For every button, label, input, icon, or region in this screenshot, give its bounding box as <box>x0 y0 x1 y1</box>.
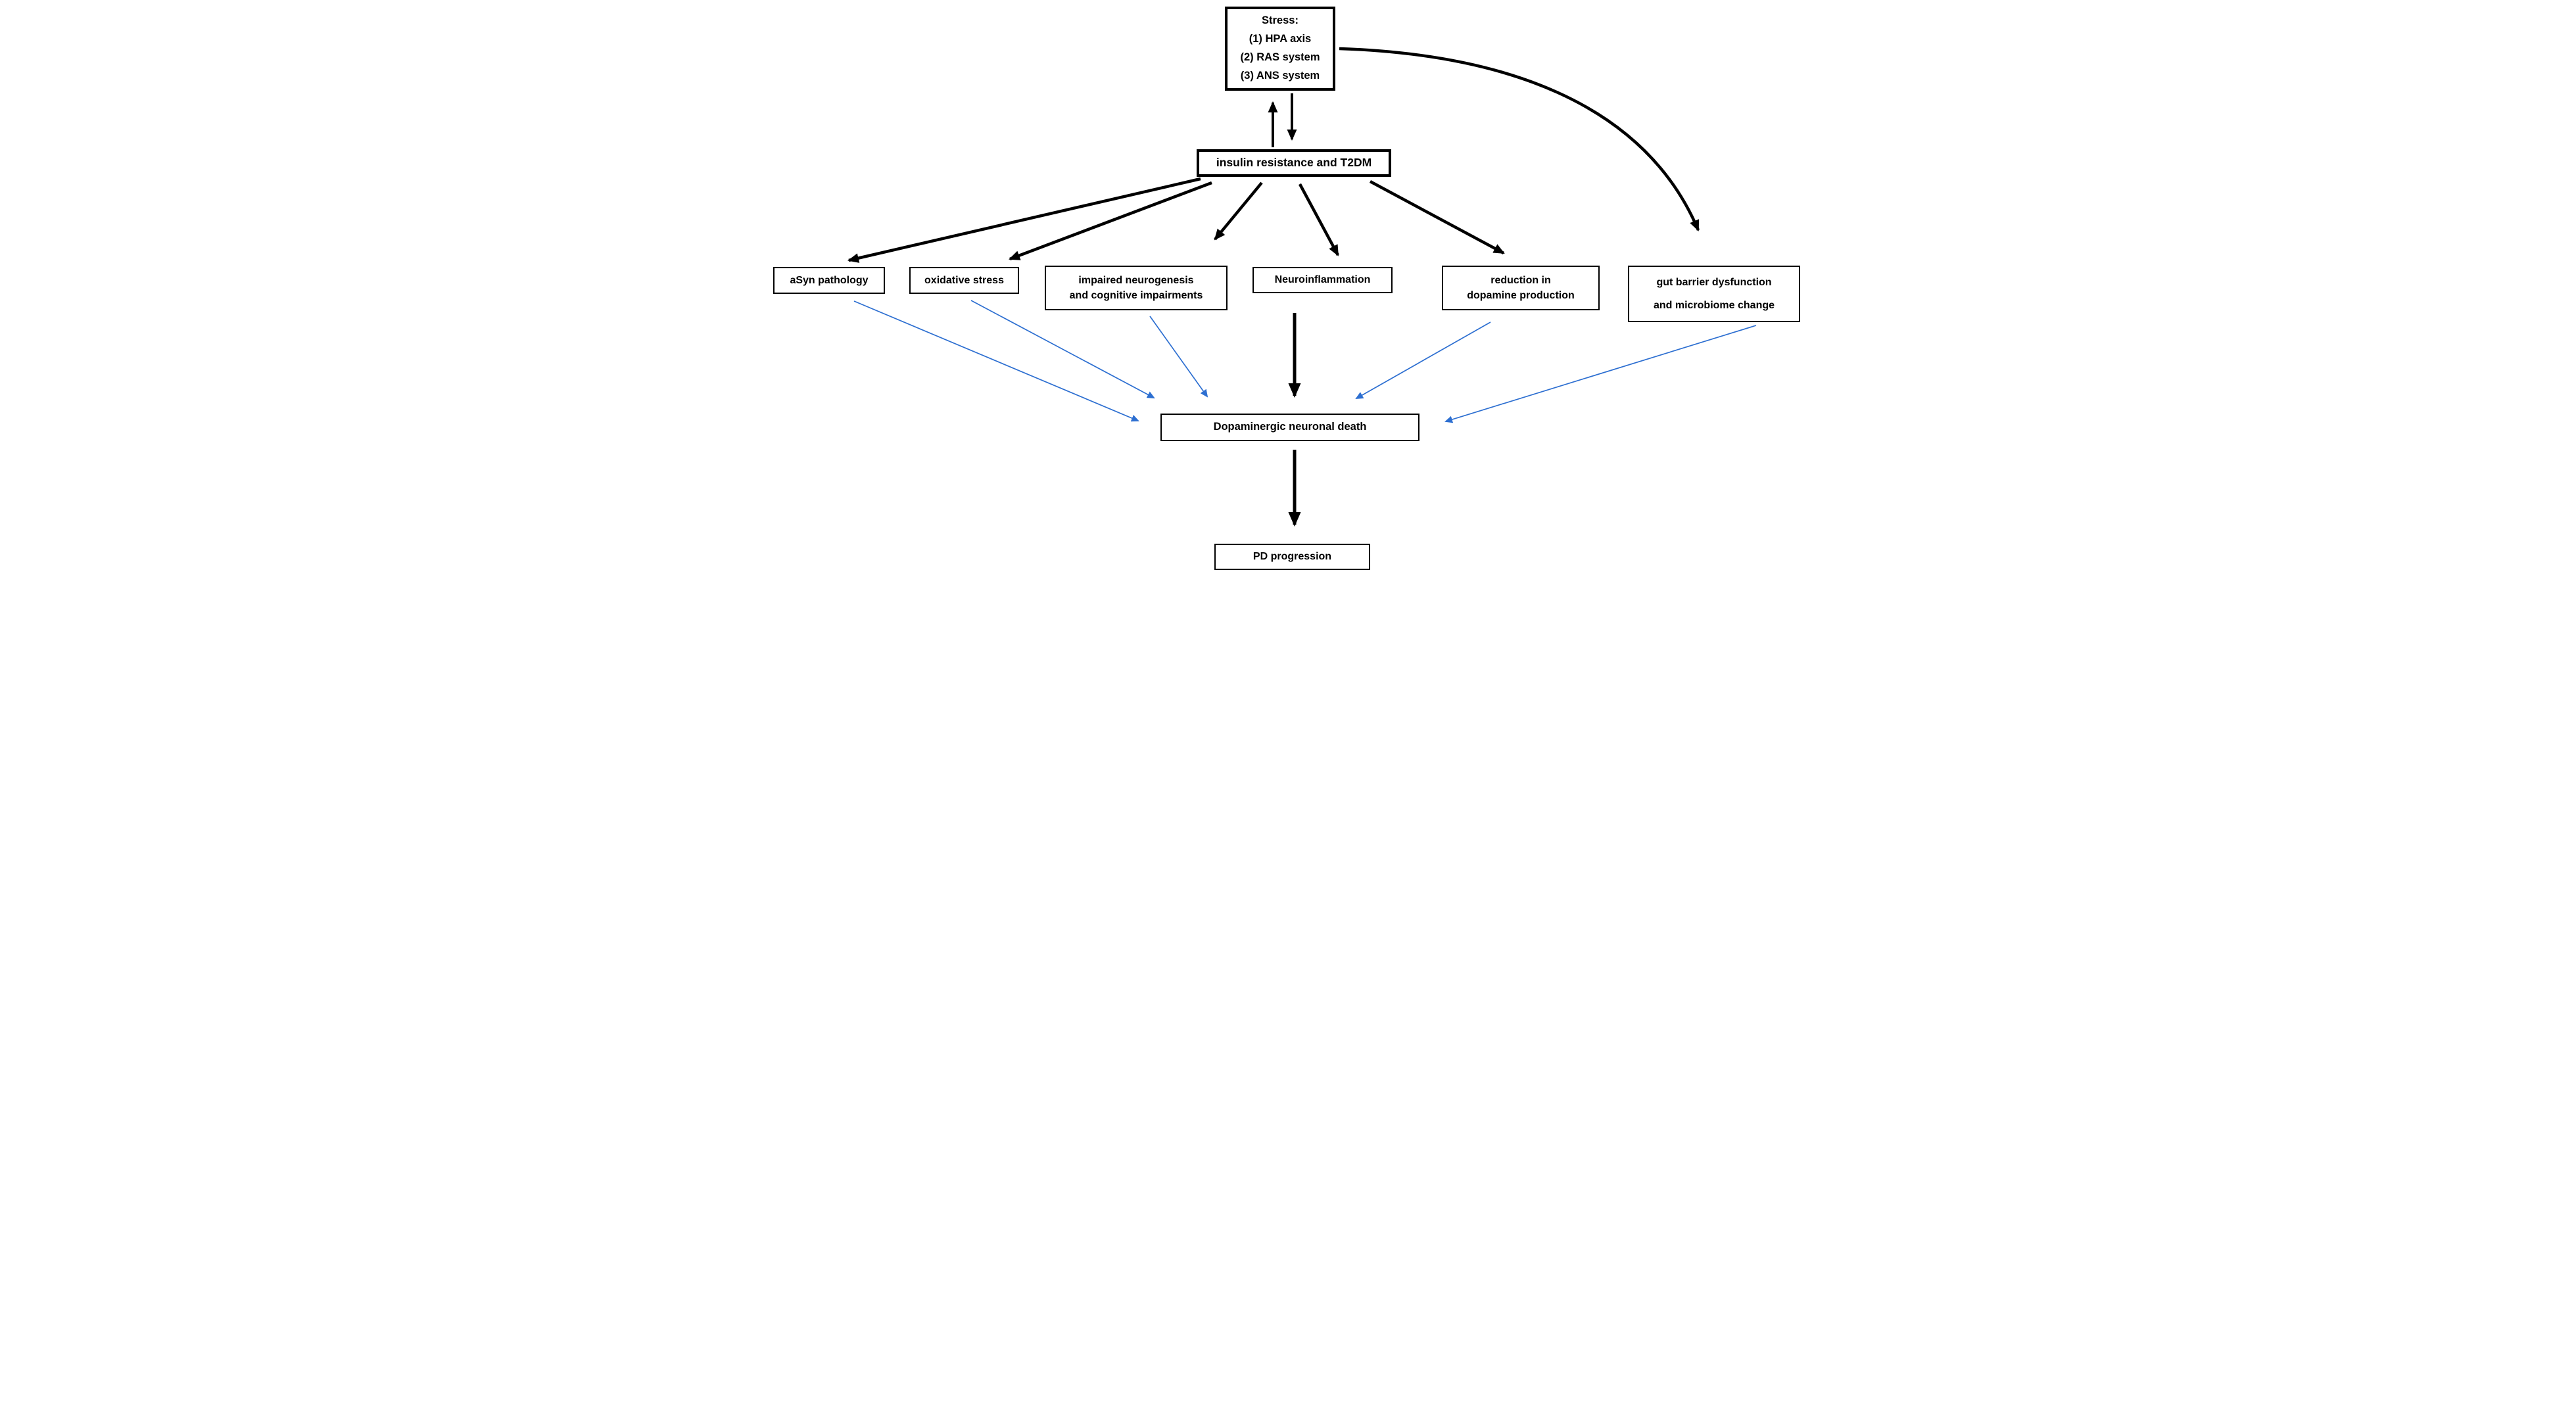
node-gut-line-1: gut barrier dysfunction <box>1656 276 1772 288</box>
node-impaired-line-2: and cognitive impairments <box>1069 290 1203 301</box>
node-stress: Stress: (1) HPA axis (2) RAS system (3) … <box>1225 7 1335 91</box>
arrow-insulin-to-asyn-pathology <box>847 177 1201 263</box>
node-dopaminergic-neuronal-death: Dopaminergic neuronal death <box>1160 414 1419 441</box>
arrow-oxidative-to-dopaminergic-death <box>970 300 1155 398</box>
node-stress-line-4: (3) ANS system <box>1240 70 1320 82</box>
arrow-insulin-to-reduction-dopamine <box>1369 180 1505 254</box>
node-stress-line-1: Stress: <box>1262 14 1299 27</box>
node-impaired-line-1: impaired neurogenesis <box>1078 274 1194 286</box>
node-asyn-pathology: aSyn pathology <box>773 267 885 294</box>
node-gut-barrier-dysfunction: gut barrier dysfunction and microbiome c… <box>1628 266 1800 322</box>
node-neuroinflammation-label: Neuroinflammation <box>1274 274 1371 286</box>
node-reduction-line-2: dopamine production <box>1467 290 1575 301</box>
arrow-stress-to-gut-barrier <box>1339 47 1700 231</box>
arrow-impaired-to-dopaminergic-death <box>1149 316 1208 398</box>
node-stress-line-3: (2) RAS system <box>1240 51 1320 64</box>
arrow-asyn-to-dopaminergic-death <box>853 300 1139 422</box>
arrow-insulin-to-oxidative-stress <box>1009 181 1212 261</box>
pd-pathway-diagram: Stress: (1) HPA axis (2) RAS system (3) … <box>762 0 1814 582</box>
node-stress-line-2: (1) HPA axis <box>1249 33 1312 45</box>
diagram-arrows-layer <box>847 47 1757 527</box>
node-pd-label: PD progression <box>1252 551 1332 563</box>
node-reduction-dopamine-production: reduction in dopamine production <box>1442 266 1600 310</box>
node-neuroinflammation: Neuroinflammation <box>1252 267 1393 293</box>
node-dopaminergic-label: Dopaminergic neuronal death <box>1213 421 1367 433</box>
node-insulin-resistance-t2dm: insulin resistance and T2DM <box>1197 149 1391 177</box>
node-insulin-label: insulin resistance and T2DM <box>1216 156 1372 170</box>
node-oxidative-label: oxidative stress <box>924 274 1004 286</box>
node-pd-progression: PD progression <box>1214 544 1370 570</box>
arrow-insulin-to-neuroinflammation <box>1299 183 1339 256</box>
arrow-reduction-to-dopaminergic-death <box>1355 321 1491 399</box>
arrow-insulin-to-impaired-neurogenesis <box>1214 181 1263 241</box>
node-asyn-label: aSyn pathology <box>790 274 869 286</box>
node-gut-line-2: and microbiome change <box>1653 299 1775 311</box>
node-oxidative-stress: oxidative stress <box>909 267 1019 294</box>
node-impaired-neurogenesis: impaired neurogenesis and cognitive impa… <box>1045 266 1228 310</box>
arrow-gut-to-dopaminergic-death <box>1444 325 1757 423</box>
node-reduction-line-1: reduction in <box>1491 274 1551 286</box>
